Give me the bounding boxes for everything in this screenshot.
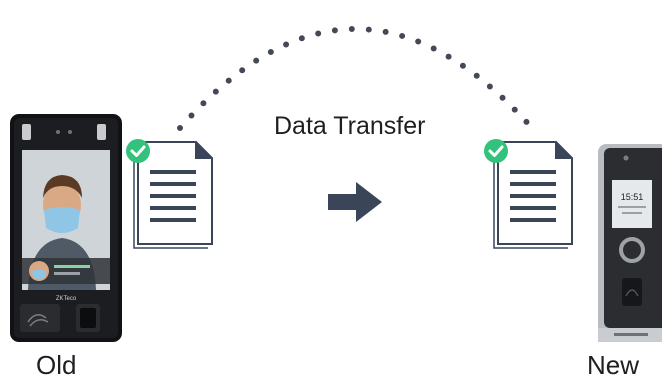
transfer-arrow-icon (328, 182, 382, 222)
old-device-brand: ZKTeco (56, 296, 77, 302)
new-device-clock: 15:51 (621, 192, 644, 202)
new-device-label: New (587, 350, 640, 380)
old-device-label: Old (36, 350, 77, 380)
target-document (493, 141, 573, 249)
data-transfer-label: Data Transfer (274, 112, 426, 140)
check-badge-icon (126, 139, 150, 163)
check-badge-icon (484, 139, 508, 163)
source-document (133, 141, 213, 249)
old-device: ZKTeco (10, 114, 122, 342)
new-device: 15:51 (598, 144, 662, 342)
dotted-transfer-arc (177, 26, 535, 131)
